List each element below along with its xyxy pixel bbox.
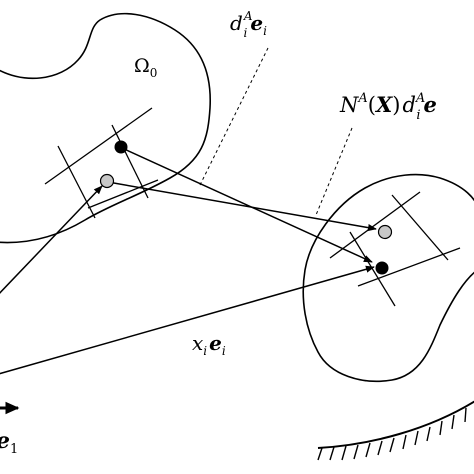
current-element bbox=[329, 191, 461, 307]
reference-interior-point bbox=[99, 173, 115, 189]
interpolated-displacement-arrow bbox=[107, 181, 377, 232]
reference-domain-label: Ω0 bbox=[134, 55, 157, 80]
reference-position-arrow bbox=[0, 185, 103, 294]
position-vector-arrow bbox=[0, 265, 375, 375]
reference-body-outline bbox=[0, 12, 211, 244]
support-boundary bbox=[317, 400, 474, 449]
reference-element bbox=[44, 107, 159, 219]
leader-line-displacement bbox=[199, 47, 269, 186]
nodal-displacement-arrow bbox=[121, 147, 373, 263]
current-interior-point bbox=[377, 224, 393, 240]
leader-line-interpolation bbox=[315, 127, 353, 216]
current-node-point bbox=[375, 261, 389, 275]
support-hatching bbox=[317, 407, 467, 461]
basis-vector-label: e1 bbox=[0, 428, 18, 457]
current-body-outline bbox=[302, 173, 474, 383]
reference-node-point bbox=[114, 140, 128, 154]
